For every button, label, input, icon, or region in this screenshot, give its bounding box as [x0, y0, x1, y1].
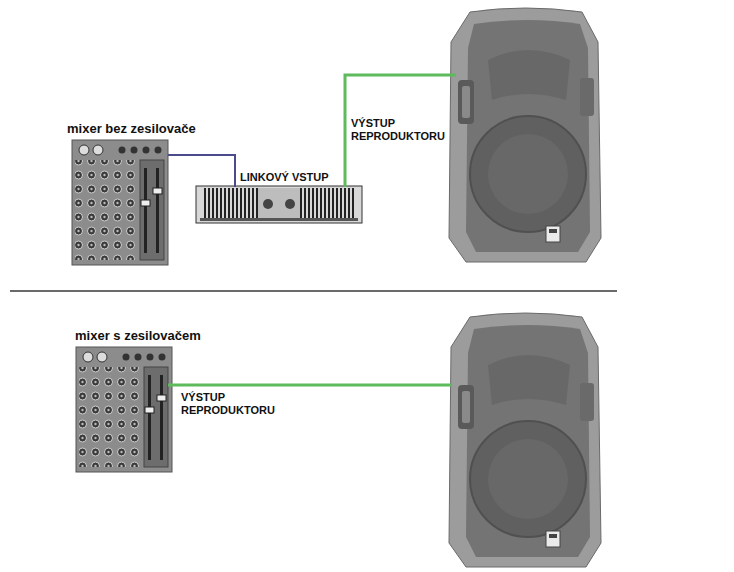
- cable-label: VÝSTUP REPRODUKTORU: [351, 117, 446, 143]
- speaker-image: [449, 8, 601, 262]
- mixer-image: [72, 140, 168, 265]
- mixer-box: mixer bez zesilovače: [72, 140, 168, 265]
- cable-label: VÝSTUP REPRODUKTORU: [181, 391, 276, 417]
- mixer-box: mixer s zesilovačem: [76, 347, 170, 472]
- node-heading: LINKOVÝ VSTUP: [240, 171, 329, 183]
- mixer-image: [76, 347, 172, 472]
- amplifier-image: [196, 186, 362, 223]
- node-heading: mixer bez zesilovače: [67, 121, 196, 136]
- audio-cable: [168, 155, 235, 187]
- divider-line: [10, 290, 617, 292]
- speaker-cable: [345, 75, 456, 187]
- node-heading: mixer s zesilovačem: [75, 328, 201, 343]
- speaker-image: [449, 313, 601, 567]
- speaker-cable: [168, 384, 452, 387]
- amplifier-box: LINKOVÝ VSTUP: [200, 187, 358, 222]
